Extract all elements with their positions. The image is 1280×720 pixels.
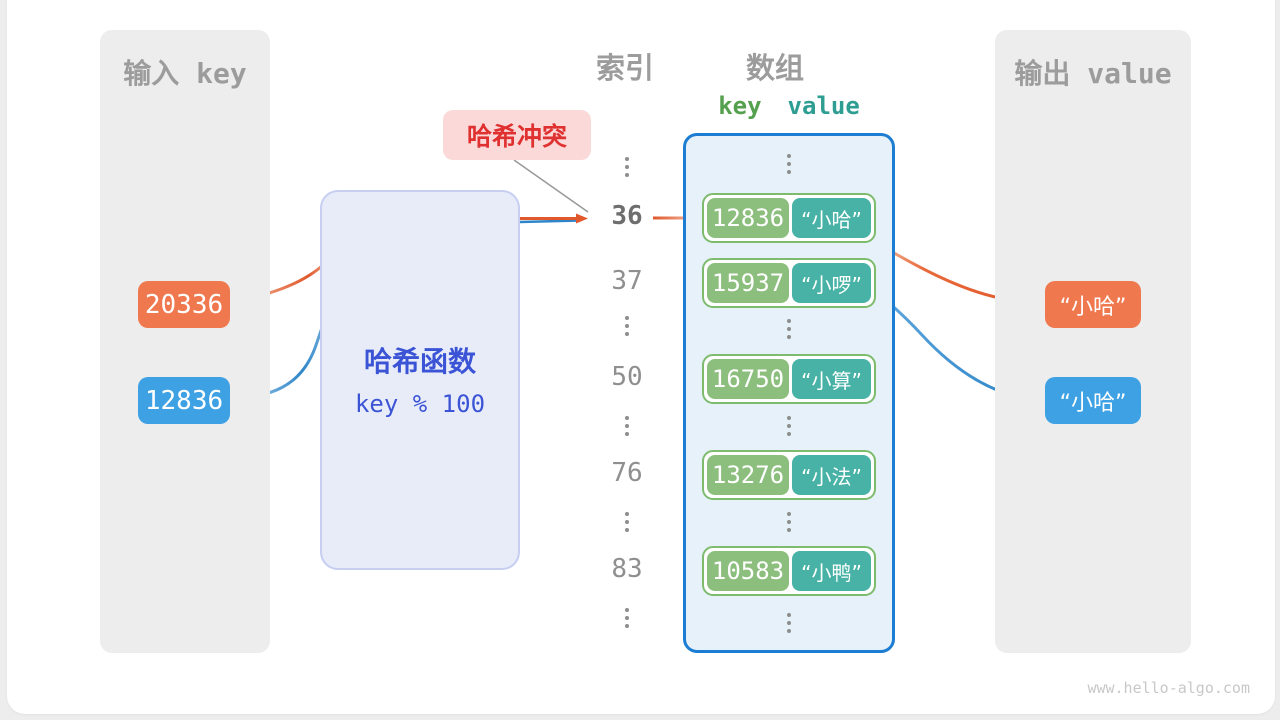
value-header-label: value (787, 92, 860, 120)
ellipsis-dots (624, 316, 630, 336)
output-value-orange: “小哈” (1045, 281, 1141, 328)
bucket-pair-15937: 15937 “小啰” (702, 258, 876, 308)
pair-value: “小哈” (792, 198, 871, 238)
ellipsis-dots (624, 157, 630, 177)
ellipsis-dots (786, 416, 792, 436)
bucket-pair-10583: 10583 “小鸭” (702, 546, 876, 596)
input-panel-title: 输入 key (123, 57, 247, 90)
output-value-blue: “小哈” (1045, 377, 1141, 424)
index-value-76: 76 (611, 458, 643, 488)
ellipsis-dots (786, 319, 792, 339)
bucket-pair-16750: 16750 “小算” (702, 354, 876, 404)
pair-key: 13276 (707, 455, 789, 495)
ellipsis-dots (624, 416, 630, 436)
hash-function-box (320, 190, 520, 570)
input-key-20336: 20336 (138, 281, 230, 328)
collision-label: 哈希冲突 (443, 110, 591, 160)
pair-value: “小啰” (792, 263, 871, 303)
bucket-pair-12836: 12836 “小哈” (702, 193, 876, 243)
ellipsis-dots (786, 613, 792, 633)
pair-key: 10583 (707, 551, 789, 591)
index-value-50: 50 (611, 362, 643, 392)
ellipsis-dots (786, 512, 792, 532)
pair-key: 12836 (707, 198, 789, 238)
ellipsis-dots (624, 512, 630, 532)
hash-function-formula: key % 100 (354, 390, 486, 418)
output-panel: 输出 value (995, 30, 1191, 653)
index-value-37: 37 (611, 266, 643, 296)
index-value-36: 36 (611, 201, 643, 231)
ellipsis-dots (624, 608, 630, 628)
index-column-header: 索引 (595, 51, 654, 85)
pair-key: 15937 (707, 263, 789, 303)
input-key-12836: 12836 (138, 377, 230, 424)
ellipsis-dots (786, 154, 792, 174)
key-header-label: key (718, 92, 762, 120)
index-value-83: 83 (611, 554, 643, 584)
output-panel-title: 输出 value (1014, 57, 1172, 90)
array-column-header: 数组 (745, 51, 804, 85)
key-value-header: key value (700, 92, 878, 120)
bucket-pair-13276: 13276 “小法” (702, 450, 876, 500)
watermark: www.hello-algo.com (1087, 679, 1250, 697)
hash-function-title: 哈希函数 (363, 345, 476, 378)
pair-key: 16750 (707, 359, 789, 399)
pair-value: “小鸭” (792, 551, 871, 591)
pair-value: “小算” (792, 359, 871, 399)
input-panel: 输入 key (100, 30, 270, 653)
pair-value: “小法” (792, 455, 871, 495)
